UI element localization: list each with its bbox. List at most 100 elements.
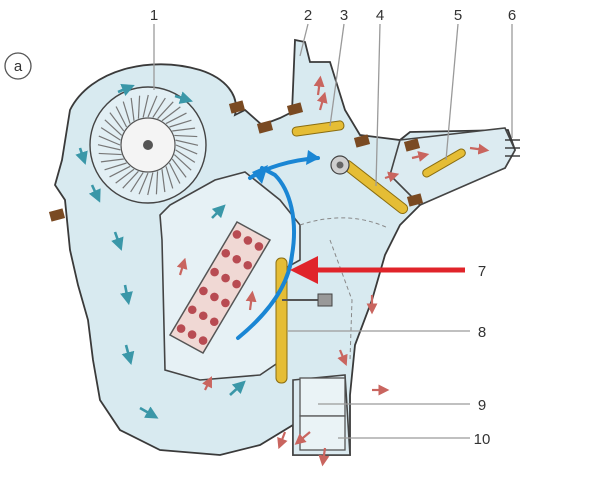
heater-core-tubes bbox=[176, 230, 264, 345]
warm-air-arrow bbox=[318, 447, 330, 467]
leader-lines bbox=[153, 23, 513, 439]
air-flow-path bbox=[236, 150, 320, 340]
fan-blade bbox=[104, 162, 127, 171]
fan-blade bbox=[174, 134, 198, 138]
fan-blade bbox=[97, 144, 121, 151]
fan-blade bbox=[137, 95, 141, 119]
callout-6: 6 bbox=[508, 7, 516, 24]
callout-5: 5 bbox=[454, 7, 462, 24]
callout-7: 7 bbox=[478, 263, 486, 280]
callout-3: 3 bbox=[340, 7, 348, 24]
cold-air-arrow bbox=[88, 184, 101, 203]
fan-blade bbox=[161, 106, 181, 122]
heater-tube bbox=[243, 260, 253, 270]
panel-label: a bbox=[4, 52, 32, 80]
fan-blade bbox=[173, 154, 192, 171]
bracket bbox=[228, 100, 246, 114]
fan-blade bbox=[147, 172, 154, 196]
heater-tube bbox=[221, 248, 231, 258]
fan-blade bbox=[130, 97, 135, 121]
heater-tube bbox=[198, 336, 208, 345]
bracket bbox=[403, 138, 421, 152]
cold-air-arrow bbox=[75, 147, 88, 165]
fan-blade bbox=[165, 166, 174, 189]
fan-blade bbox=[147, 95, 158, 118]
heater-tube bbox=[187, 305, 197, 315]
fan-blade bbox=[165, 112, 187, 125]
callout-9: 9 bbox=[478, 397, 486, 414]
fan-blade bbox=[109, 112, 125, 132]
duct-damper-10 bbox=[299, 415, 346, 451]
heater-tube bbox=[232, 230, 242, 239]
cold-air-arrow bbox=[120, 284, 133, 306]
heater-tube bbox=[199, 286, 208, 296]
fan-blade bbox=[175, 144, 198, 155]
fan-blade bbox=[138, 172, 149, 195]
callout-2: 2 bbox=[304, 7, 312, 24]
cold-air-arrow bbox=[111, 231, 124, 251]
callout-8: 8 bbox=[478, 324, 486, 341]
heater-tube bbox=[210, 292, 219, 302]
warm-air-arrow bbox=[245, 290, 257, 311]
fan-blade bbox=[115, 106, 128, 128]
heater-tube bbox=[209, 317, 219, 327]
blower-fan bbox=[89, 86, 207, 204]
damper-pivot bbox=[330, 155, 350, 175]
heater-tube bbox=[176, 324, 186, 333]
outlet-vent bbox=[505, 139, 520, 157]
callout-1: 1 bbox=[150, 7, 158, 24]
warm-air-arrow bbox=[384, 171, 400, 183]
warm-air-arrow bbox=[316, 91, 328, 111]
fan-blade bbox=[169, 119, 192, 128]
warm-air-arrow bbox=[277, 431, 288, 450]
fan-blade bbox=[175, 149, 196, 163]
heater-tube bbox=[187, 330, 197, 339]
warm-air-arrows bbox=[176, 75, 490, 467]
cold-air-arrow bbox=[117, 84, 135, 96]
cold-air-arrows bbox=[75, 84, 246, 419]
fan-blade bbox=[122, 170, 139, 189]
fan-blade bbox=[98, 152, 122, 156]
heater-tube bbox=[221, 298, 230, 308]
bracket bbox=[286, 102, 304, 116]
fan-blade bbox=[100, 158, 124, 163]
cold-air-arrow bbox=[211, 204, 226, 219]
heater-core bbox=[168, 220, 272, 355]
bracket bbox=[353, 134, 371, 148]
heater-tube bbox=[254, 242, 264, 251]
fan-blade bbox=[100, 127, 121, 141]
flap-3 bbox=[291, 120, 345, 137]
panel-label-text: a bbox=[14, 58, 23, 75]
linkage-rod bbox=[282, 293, 333, 307]
fan-blade bbox=[104, 119, 123, 136]
heater-tube bbox=[221, 273, 230, 283]
heater-tube bbox=[232, 279, 241, 289]
callout-labels: 1 2 3 4 5 6 7 8 9 10 bbox=[150, 7, 516, 448]
highlight-arrow bbox=[290, 256, 465, 284]
outlet-duct bbox=[389, 127, 516, 206]
cold-air-arrow bbox=[139, 406, 159, 419]
fan-blade bbox=[171, 158, 187, 178]
heater-tube bbox=[198, 311, 208, 321]
fan-blade bbox=[155, 171, 159, 195]
bracket bbox=[48, 208, 66, 222]
heater-tube bbox=[243, 236, 253, 245]
callout-4: 4 bbox=[376, 7, 384, 24]
fan-blade bbox=[142, 94, 149, 118]
fan-blade bbox=[168, 162, 181, 184]
fan-blade bbox=[115, 168, 135, 184]
fan-blade bbox=[130, 172, 144, 193]
fan-blade bbox=[109, 165, 131, 178]
bracket bbox=[256, 120, 274, 134]
fan-blade bbox=[98, 135, 121, 146]
warm-air-arrow bbox=[202, 376, 212, 391]
fan-blade bbox=[175, 139, 199, 146]
inner-contour bbox=[299, 217, 389, 229]
fan-blade bbox=[172, 127, 196, 132]
cold-air-arrow bbox=[121, 344, 135, 366]
duct-damper-9 bbox=[299, 377, 346, 417]
warm-air-arrow bbox=[176, 257, 188, 276]
heater-tube bbox=[210, 267, 219, 277]
